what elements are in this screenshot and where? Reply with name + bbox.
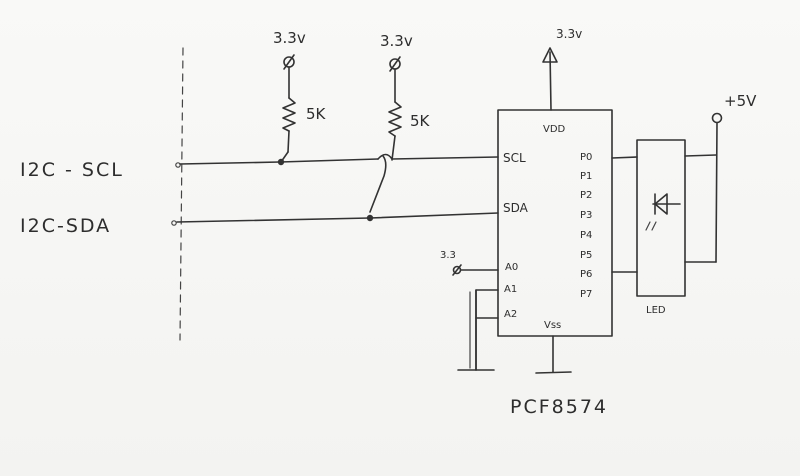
led-supply-label: +5V (724, 92, 757, 110)
pin-p5-label: P5 (580, 250, 592, 261)
resistor1-supply-label: 3.3v (273, 29, 306, 47)
led-label: LED (646, 305, 666, 316)
sda-wire (176, 212, 499, 223)
resistor1-value-label: 5K (306, 105, 327, 123)
led-diode-icon (645, 193, 681, 231)
a0-tie-wire (452, 264, 499, 276)
bus-boundary-line (179, 47, 184, 341)
led-module (636, 139, 686, 297)
scl-signal-label: I2C - SCL (20, 159, 124, 181)
led-supply-wire (684, 112, 723, 263)
resistor2-value-label: 5K (410, 112, 431, 130)
scl-wire (179, 153, 499, 165)
chip-ground (535, 335, 572, 374)
pin-scl-label: SCL (503, 151, 526, 165)
pin-p7-label: P7 (580, 289, 592, 300)
chip-supply-arrow (542, 47, 558, 111)
pin-a0-label: A0 (505, 262, 518, 273)
pin-sda-label: SDA (503, 201, 529, 215)
scl-terminal (175, 162, 181, 168)
pin-a1-label: A1 (504, 284, 517, 295)
pin-a2-label: A2 (504, 309, 517, 320)
chip-supply-label: 3.3v (556, 27, 582, 41)
p0-wire (611, 156, 638, 159)
pullup-resistor-sda (366, 56, 402, 222)
a1-a2-ground-wire (457, 289, 499, 371)
pin-p0-label: P0 (580, 152, 592, 163)
a0-supply-label: 3.3 (440, 250, 456, 261)
pin-p4-label: P4 (580, 230, 592, 241)
chip-vss-label: Vss (544, 320, 561, 331)
pullup-resistor-scl (277, 54, 296, 166)
pin-p6-label: P6 (580, 269, 592, 280)
pin-p1-label: P1 (580, 171, 592, 182)
pcf8574-chip (497, 109, 613, 337)
chip-name-label: PCF8574 (510, 396, 608, 418)
sda-terminal (171, 220, 177, 226)
pin-p2-label: P2 (580, 190, 592, 201)
resistor2-supply-label: 3.3v (380, 32, 413, 50)
pin-p3-label: P3 (580, 210, 592, 221)
sda-signal-label: I2C-SDA (20, 215, 111, 237)
chip-vdd-label: VDD (543, 124, 566, 135)
